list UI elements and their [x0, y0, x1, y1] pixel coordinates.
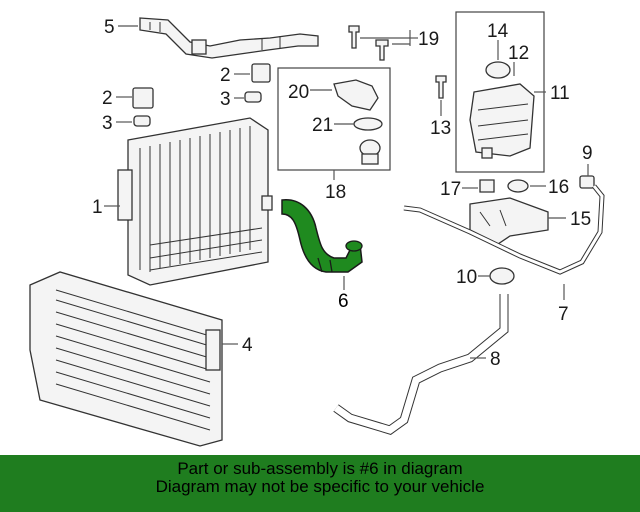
callout-15: 15	[570, 209, 591, 230]
part-6-lower-hose-highlighted	[281, 199, 363, 273]
callout-7: 7	[558, 304, 569, 325]
callout-16: 16	[548, 177, 569, 198]
info-banner: Part or sub-assembly is #6 in diagram Di…	[0, 455, 640, 512]
callout-5: 5	[104, 17, 115, 38]
callout-3-upper: 3	[220, 89, 231, 110]
part-1-radiator	[117, 117, 273, 286]
callout-17: 17	[440, 179, 461, 200]
part-16-grommet	[507, 179, 529, 193]
part-4-condenser	[29, 271, 223, 447]
part-9-fitting	[579, 175, 595, 189]
part-19-bolts	[348, 25, 389, 61]
callout-18: 18	[325, 182, 346, 203]
part-13-bolt	[435, 75, 447, 99]
part-5-hose	[139, 17, 319, 59]
callout-13: 13	[430, 118, 451, 139]
callout-8: 8	[490, 349, 501, 370]
callout-19: 19	[418, 29, 439, 50]
part-2-bracket-left	[132, 87, 154, 127]
banner-line-2: Diagram may not be specific to your vehi…	[155, 477, 485, 496]
callout-9: 9	[582, 143, 593, 164]
leader-lines	[104, 25, 589, 359]
callout-6: 6	[338, 291, 349, 312]
callout-3-left: 3	[102, 113, 113, 134]
callout-1: 1	[92, 197, 103, 218]
callout-labels: 5 19 2 3 2 3 1 4 6 20 21 18 14 12 11 13 …	[92, 17, 593, 370]
callout-10: 10	[456, 267, 477, 288]
part-11-group-box	[455, 11, 545, 173]
part-2-bracket-upper	[244, 63, 271, 103]
callout-14: 14	[487, 21, 509, 42]
callout-21: 21	[312, 115, 333, 136]
part-10-cap	[489, 267, 515, 285]
callout-4: 4	[242, 335, 253, 356]
callout-12: 12	[508, 43, 529, 64]
part-17-bolt	[479, 179, 495, 193]
banner-line-1: Part or sub-assembly is #6 in diagram	[177, 459, 463, 478]
callout-20: 20	[288, 82, 309, 103]
part-8-hose	[333, 294, 509, 435]
callout-11: 11	[550, 83, 570, 104]
callout-2-upper: 2	[220, 65, 231, 86]
parts-diagram: 5 19 2 3 2 3 1 4 6 20 21 18 14 12 11 13 …	[29, 11, 605, 447]
callout-2-left: 2	[102, 88, 113, 109]
